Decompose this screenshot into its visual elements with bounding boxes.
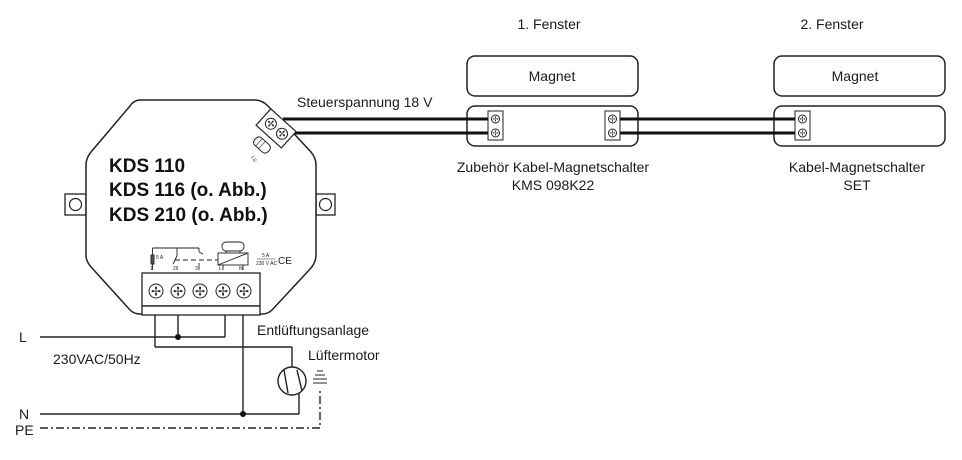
- junction-dot-N: [240, 411, 246, 417]
- terminal-label-1: 1: [150, 266, 153, 272]
- control-wires: [283, 117, 795, 135]
- magnet-1: Magnet: [466, 55, 639, 97]
- fan-motor-icon: [277, 366, 307, 396]
- mounting-ear-left: [64, 193, 87, 216]
- line-PE-label: PE: [15, 422, 34, 438]
- terminal-label-3: 3: [195, 266, 198, 272]
- fuse-rating-label: 5 A: [156, 255, 164, 261]
- model-label-3: KDS 210 (o. Abb.): [109, 205, 268, 226]
- terminal-screws: [148, 283, 252, 299]
- svg-text:✢: ✢: [195, 285, 205, 299]
- svg-text:✢: ✢: [239, 285, 249, 299]
- svg-text:✢: ✢: [610, 116, 616, 124]
- switch2-caption-line1: Kabel-Magnetschalter: [789, 159, 926, 175]
- mains-wiring: [40, 315, 321, 429]
- switch1-terminal-right: ✢✢: [604, 110, 621, 141]
- magnet-2-label: Magnet: [832, 68, 879, 84]
- model-label-1: KDS 110: [109, 156, 185, 177]
- screw-heads: ✢ ✢ ✢ ✢ ✢: [151, 285, 249, 299]
- svg-text:✢: ✢: [493, 116, 499, 124]
- mounting-ear-right: [315, 193, 336, 216]
- magnetic-switch-2: [773, 105, 946, 147]
- window2-title: 2. Fenster: [800, 16, 863, 32]
- supply-voltage-label: 230VAC/50Hz: [53, 351, 141, 367]
- ce-mark: CE: [278, 256, 292, 267]
- svg-text:✢: ✢: [151, 285, 161, 299]
- magnetic-switch-1: [466, 105, 639, 147]
- internal-circuit-symbol: [150, 241, 249, 270]
- terminal-label-2: 2: [173, 266, 176, 272]
- junction-dot-L: [175, 334, 181, 340]
- line-L-label: L: [19, 329, 27, 345]
- window1-title: 1. Fenster: [517, 16, 580, 32]
- svg-text:✢: ✢: [800, 116, 806, 124]
- svg-text:✢: ✢: [800, 130, 806, 138]
- svg-text:✢: ✢: [493, 130, 499, 138]
- switch1-caption-line1: Zubehör Kabel-Magnetschalter: [457, 159, 650, 175]
- model-label-2: KDS 116 (o. Abb.): [109, 180, 267, 201]
- switch1-terminal-left: ✢✢: [487, 110, 504, 141]
- switch2-terminal: ✢✢: [794, 110, 811, 141]
- terminal-label-N: N: [239, 266, 243, 272]
- rating-bottom: 230 V AC: [256, 261, 278, 267]
- svg-text:✢: ✢: [173, 285, 183, 299]
- terminal-label-L: L: [219, 266, 222, 272]
- control-unit-housing: [85, 99, 317, 315]
- ventilation-label: Entlüftungsanlage: [257, 322, 369, 338]
- switch1-caption-line2: KMS 098K22: [512, 177, 595, 193]
- line-N-label: N: [19, 406, 29, 422]
- svg-text:✢: ✢: [610, 130, 616, 138]
- magnet-2: Magnet: [773, 55, 946, 97]
- magnet-1-label: Magnet: [529, 68, 576, 84]
- ls-fuse-holder: [253, 136, 271, 154]
- ground-symbol-icon: [313, 370, 327, 384]
- switch2-caption-line2: SET: [843, 177, 871, 193]
- control-voltage-label: Steuerspannung 18 V: [297, 94, 433, 110]
- control-terminal-block: ✢ ✢: [255, 108, 297, 149]
- rating-top: 5 A: [262, 253, 270, 259]
- svg-text:✢: ✢: [218, 285, 228, 299]
- ls-label: LS: [249, 155, 258, 164]
- fan-motor-label: Lüftermotor: [308, 347, 380, 363]
